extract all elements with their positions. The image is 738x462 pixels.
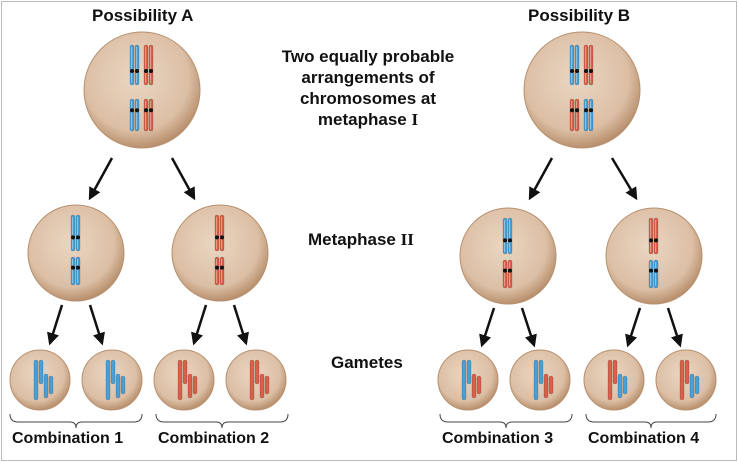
chromosome	[502, 259, 513, 289]
metaphase-two-cell-combination-1	[27, 204, 125, 302]
metaphase-one-numeral: I	[411, 110, 419, 129]
combination-4-label: Combination 4	[588, 430, 700, 447]
gamete-chromosomes	[177, 359, 198, 401]
metaphase-one-cell-possibility-b	[523, 31, 641, 149]
arrow	[47, 304, 64, 346]
arrow	[88, 157, 114, 201]
combination-4-brace	[585, 413, 717, 429]
gamete-chromosomes	[607, 359, 628, 401]
chromosome	[70, 256, 81, 286]
arrow	[191, 304, 208, 346]
possibility-a-label: Possibility A	[92, 6, 194, 25]
chromosome	[648, 217, 659, 255]
gamete-chromosomes	[679, 359, 700, 401]
combination-3-brace	[439, 413, 573, 429]
chromosome	[502, 217, 513, 255]
gametes-label: Gametes	[331, 353, 403, 372]
chromosome	[214, 214, 225, 252]
gamete-chromosomes	[461, 359, 482, 401]
metaphase-two-cell-combination-2	[171, 204, 269, 302]
chromosome	[569, 98, 580, 132]
arrow	[479, 307, 496, 348]
arrow	[610, 157, 638, 201]
metaphase-one-caption: Two equally probable arrangements of chr…	[268, 46, 468, 130]
chromosome	[583, 98, 594, 132]
arrow	[625, 307, 642, 348]
chromosome	[143, 98, 154, 132]
gamete-chromosomes	[533, 359, 554, 401]
chromosome	[129, 44, 140, 86]
metaphase-two-cell-combination-3	[459, 207, 557, 305]
gamete-chromosomes	[105, 359, 126, 401]
combination-2-brace	[155, 413, 289, 429]
combination-3-label: Combination 3	[442, 430, 554, 447]
chromosome	[214, 256, 225, 286]
arrow	[666, 307, 683, 348]
gamete-chromosomes	[33, 359, 54, 401]
chromosome	[70, 214, 81, 252]
metaphase-two-text: Metaphase	[308, 230, 396, 249]
chromosome	[569, 44, 580, 86]
metaphase-two-numeral: II	[400, 230, 414, 249]
combination-1-label: Combination 1	[12, 430, 124, 447]
arrow	[528, 157, 554, 201]
arrow	[520, 307, 537, 348]
metaphase-one-cell-possibility-a	[83, 31, 201, 149]
chromosome	[648, 259, 659, 289]
metaphase-two-cell-combination-4	[605, 207, 703, 305]
chromosome	[583, 44, 594, 86]
possibility-b-label: Possibility B	[528, 6, 631, 25]
combination-1-brace	[9, 413, 143, 429]
arrow	[88, 304, 105, 346]
gamete-chromosomes	[249, 359, 270, 401]
metaphase-one-text: Two equally probable arrangements of chr…	[281, 47, 455, 129]
combination-2-label: Combination 2	[158, 430, 270, 447]
arrow	[170, 157, 196, 201]
chromosome	[129, 98, 140, 132]
chromosome	[143, 44, 154, 86]
arrow	[232, 304, 249, 346]
metaphase-two-caption: Metaphase II	[308, 230, 414, 250]
